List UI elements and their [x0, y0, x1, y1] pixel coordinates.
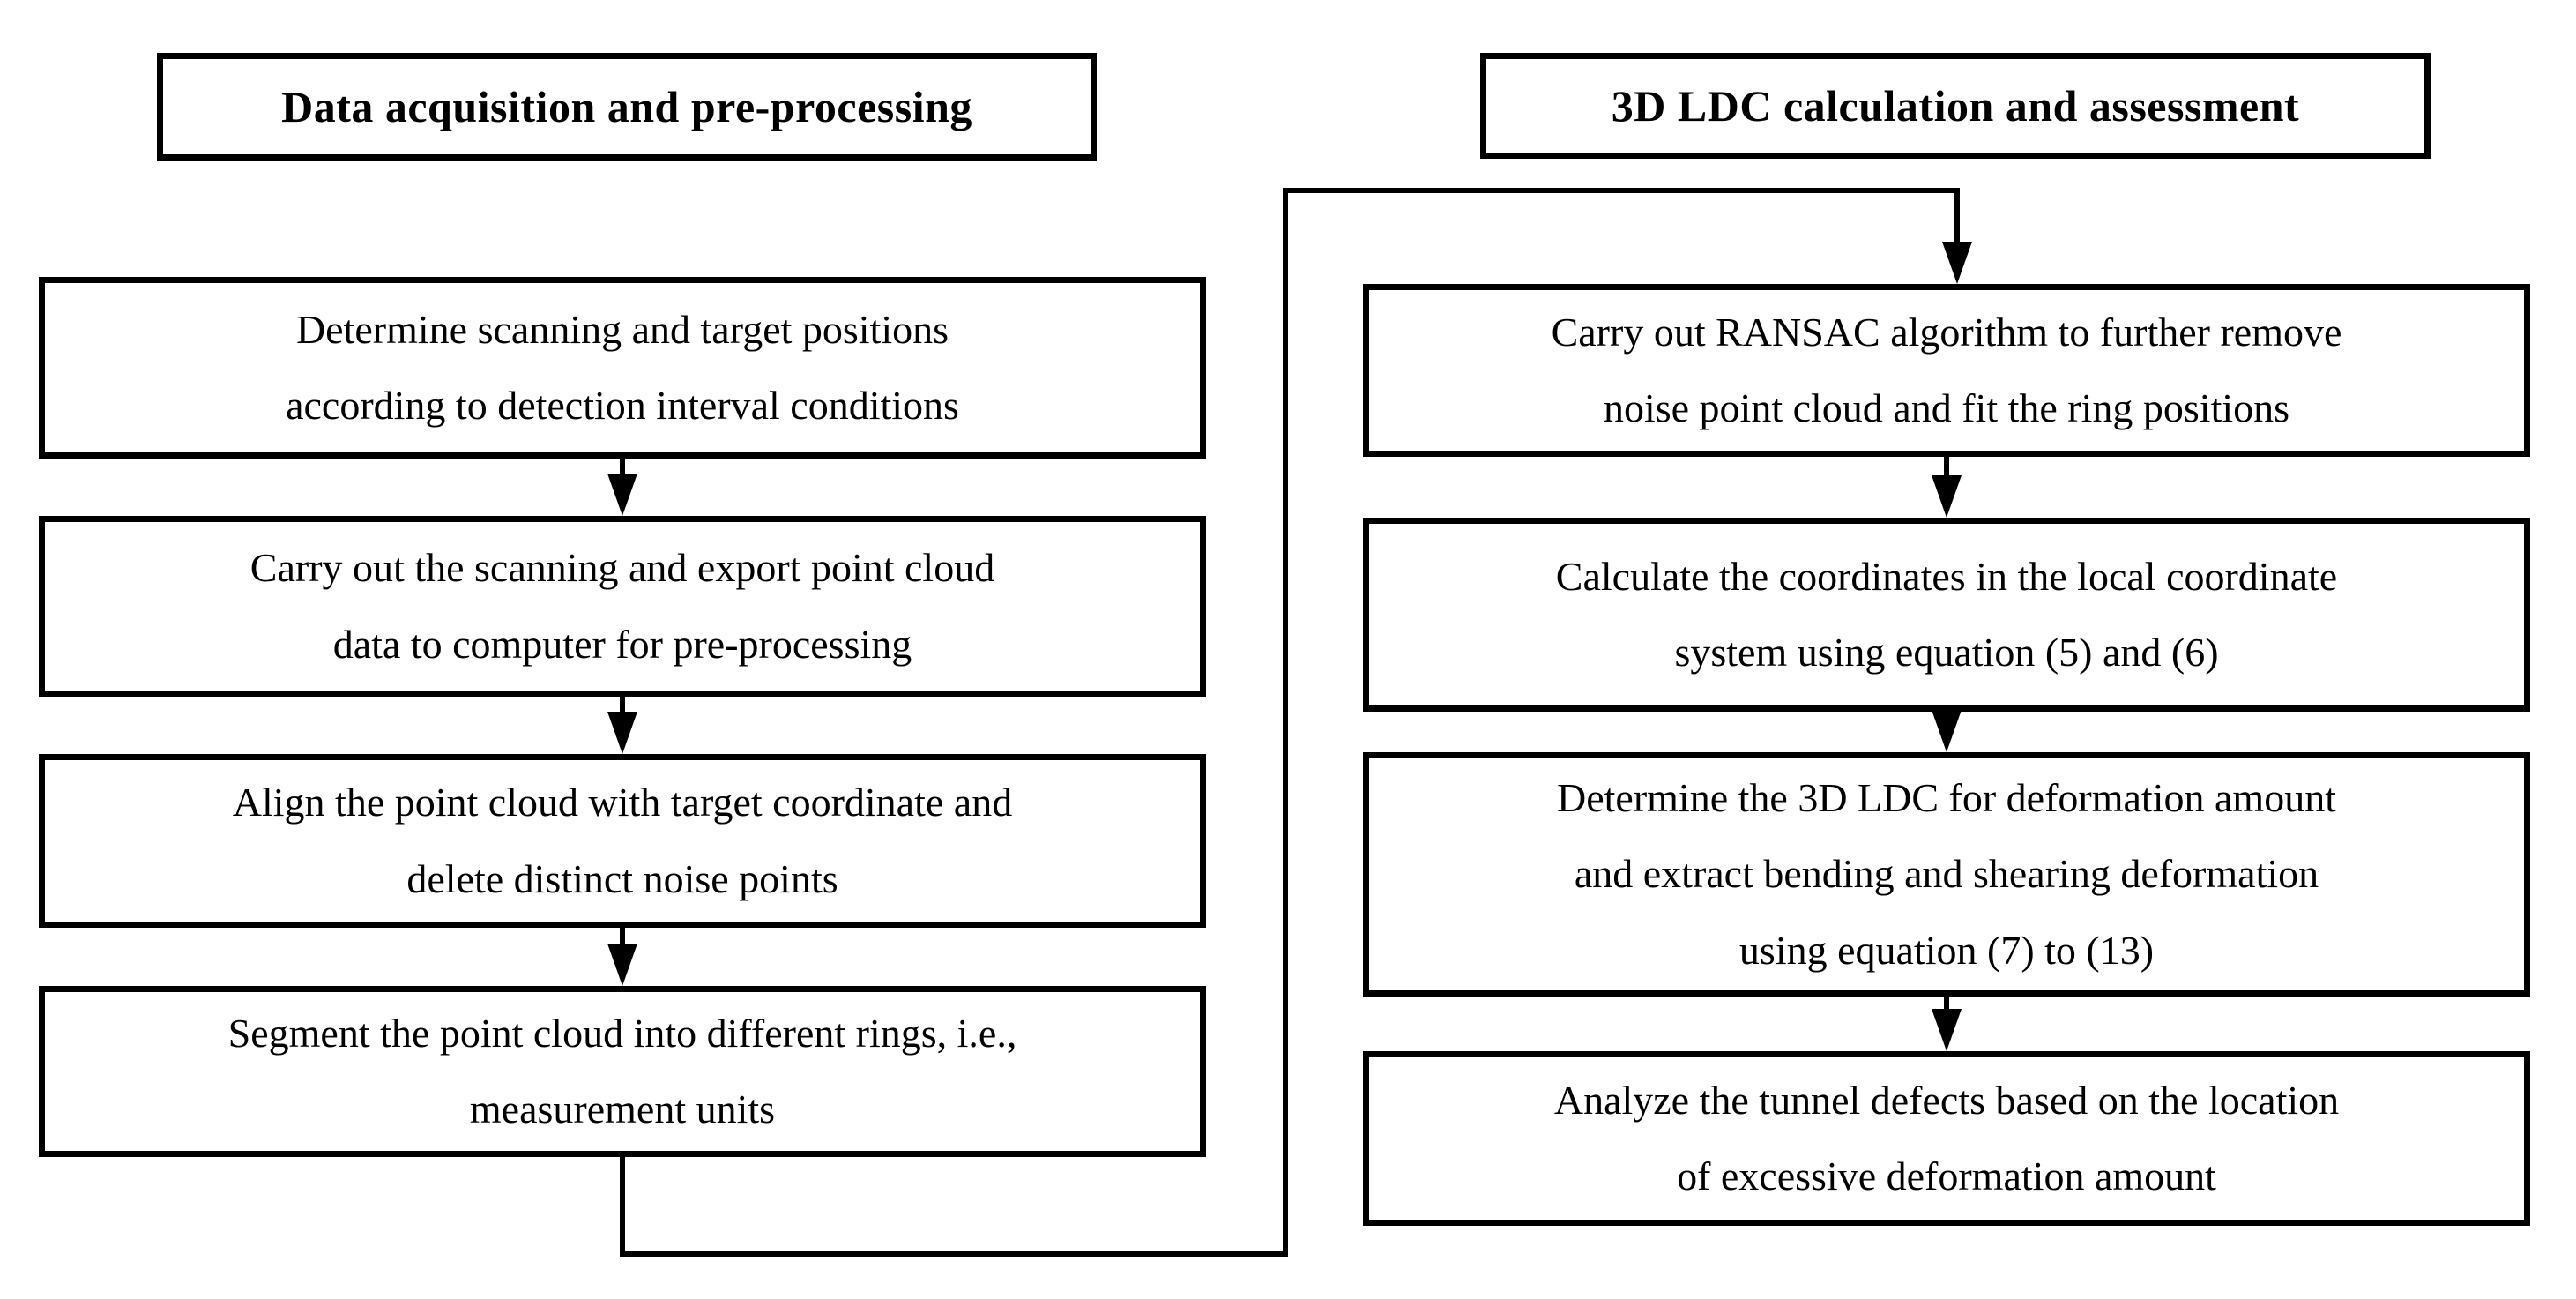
flow-box-segment-point-cloud-text: Segment the point cloud into different r…: [227, 1010, 1017, 1131]
flow-box-calculate-coordinates: Calculate the coordinates in the local c…: [1363, 518, 2530, 712]
flow-box-determine-3d-ldc: Determine the 3D LDC for deformation amo…: [1363, 752, 2530, 997]
flow-box-analyze-defects: Analyze the tunnel defects based on the …: [1363, 1051, 2530, 1226]
arrow-right-3-stem: [1944, 995, 1949, 1021]
header-box-3d-ldc: 3D LDC calculation and assessment: [1480, 53, 2431, 159]
arrow-right-1-stem: [1944, 455, 1949, 486]
flow-box-ransac: Carry out RANSAC algorithm to further re…: [1363, 284, 2530, 457]
connector-segment-top-horizontal: [1283, 188, 1960, 193]
arrow-right-1-down-arrow-icon: [1932, 475, 1962, 518]
connector-segment-vertical-riser: [1283, 188, 1288, 1257]
connector-segment-bottom-horizontal: [620, 1251, 1288, 1257]
flow-box-determine-3d-ldc-text: Determine the 3D LDC for deformation amo…: [1557, 774, 2336, 973]
connector-segment-down-from-segment-box: [620, 1157, 625, 1257]
flow-box-segment-point-cloud: Segment the point cloud into different r…: [39, 986, 1206, 1157]
connector-down-arrow-icon: [1942, 242, 1972, 284]
flow-box-determine-scanning: Determine scanning and target positions …: [39, 277, 1206, 459]
flow-box-determine-scanning-text: Determine scanning and target positions …: [286, 306, 959, 428]
arrow-left-2-down-arrow-icon: [607, 712, 637, 754]
flow-box-ransac-text: Carry out RANSAC algorithm to further re…: [1551, 309, 2342, 430]
arrow-right-3-down-arrow-icon: [1932, 1009, 1962, 1051]
arrow-left-1-stem: [620, 457, 625, 485]
header-label-3d-ldc: 3D LDC calculation and assessment: [1611, 81, 2300, 131]
flow-box-align-point-cloud: Align the point cloud with target coordi…: [39, 754, 1206, 928]
arrow-left-2-stem: [620, 695, 625, 723]
header-label-data-acquisition: Data acquisition and pre-processing: [281, 82, 972, 131]
arrow-right-2-down-arrow-icon: [1932, 710, 1962, 752]
flow-box-carry-out-scanning: Carry out the scanning and export point …: [39, 516, 1206, 697]
arrow-left-3-stem: [620, 926, 625, 954]
flow-box-analyze-defects-text: Analyze the tunnel defects based on the …: [1553, 1077, 2340, 1198]
arrow-left-1-down-arrow-icon: [607, 474, 637, 516]
flow-box-carry-out-scanning-text: Carry out the scanning and export point …: [249, 545, 995, 667]
header-box-data-acquisition: Data acquisition and pre-processing: [157, 53, 1097, 161]
arrow-left-3-down-arrow-icon: [607, 944, 637, 986]
flow-box-align-point-cloud-text: Align the point cloud with target coordi…: [232, 780, 1013, 901]
connector-segment-down-to-ransac-box: [1954, 188, 1960, 250]
flow-box-calculate-coordinates-text: Calculate the coordinates in the local c…: [1555, 553, 2338, 675]
